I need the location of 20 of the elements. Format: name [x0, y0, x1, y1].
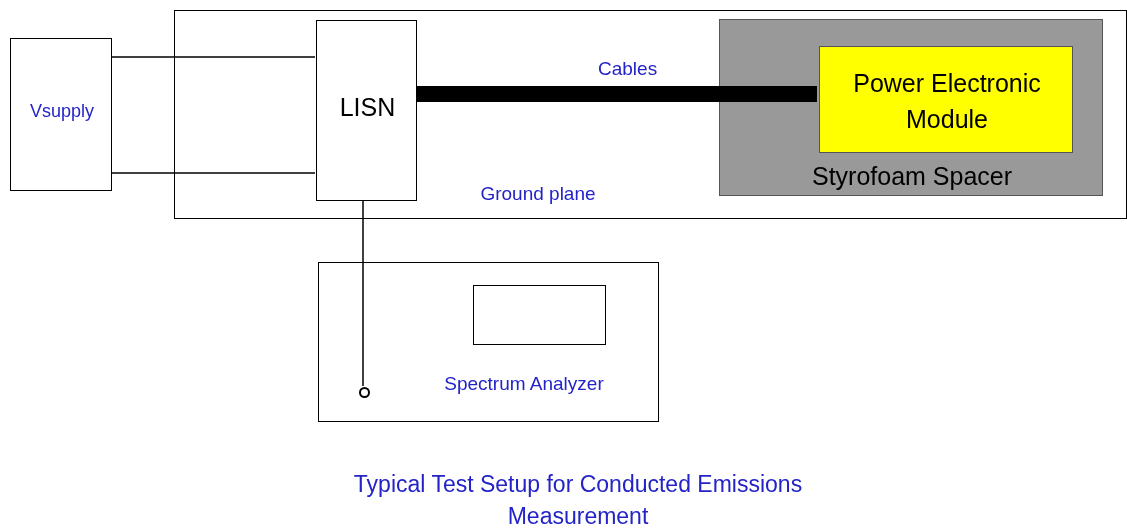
- cable-bundle: [416, 86, 817, 102]
- caption: Typical Test Setup for Conducted Emissions Measurement: [352, 470, 804, 529]
- spacer-block: [719, 19, 1103, 196]
- spacer-label: Styrofoam Spacer: [810, 162, 1014, 191]
- power-supply-box: [10, 38, 112, 191]
- wire: [111, 172, 316, 174]
- analyzer-label: Spectrum Analyzer: [443, 373, 605, 395]
- input-port: [359, 387, 370, 398]
- module-box: [819, 46, 1073, 153]
- ground-plane: [174, 10, 1127, 219]
- wire: [111, 56, 316, 58]
- edge-label: Cables: [598, 58, 658, 80]
- display-screen: [473, 285, 606, 345]
- supply-label: Vsupply: [28, 101, 95, 122]
- lisn-box: [316, 20, 417, 201]
- analyzer-box: [318, 262, 659, 422]
- lisn-label: LISN: [338, 93, 397, 122]
- ground-plane-label: Ground plane: [479, 183, 597, 205]
- wire: [362, 199, 364, 387]
- module-label: Power Electronic Module: [852, 68, 1042, 135]
